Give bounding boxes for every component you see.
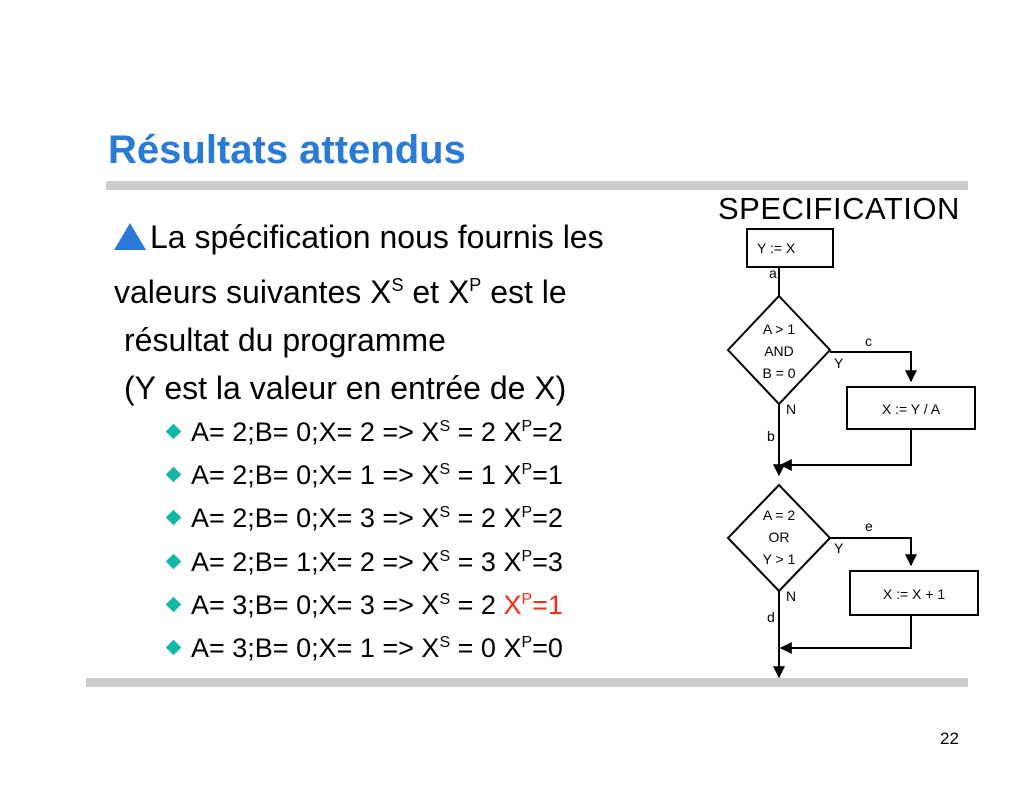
condition-1-line-3: B = 0 [762,365,795,381]
start-box-text: Y := X [757,240,796,256]
test-case-list: A= 2;B= 0;X= 2 => XS = 2 XP=2 A= 2;B= 0;… [165,408,563,667]
edge-label-d: d [767,609,775,625]
flowchart-label: SPECIFICATION [718,191,960,226]
page-number: 22 [940,729,959,748]
diamond-bullet-icon [165,596,182,613]
title-underline [106,181,968,190]
list-item: A= 3;B= 0;X= 3 => XS = 2 XP=1 [165,581,563,624]
no-label-2: N [786,588,796,604]
diamond-bullet-icon [165,639,182,656]
diamond-bullet-icon [165,466,182,483]
condition-2-line-1: A = 2 [763,507,796,523]
diamond-bullet-icon [165,423,182,440]
divide-box [846,386,976,430]
intro-text: La spécification nous fournis les valeur… [114,213,714,412]
yes-label-2: Y [834,540,844,556]
intro-line-2: valeurs suivantes XS et XP est le [114,274,567,310]
list-item: A= 3;B= 0;X= 1 => XS = 0 XP=0 [165,624,563,667]
edge-label-a: a [769,265,777,281]
condition-1-line-1: A > 1 [763,321,796,337]
bottom-divider [86,678,968,687]
yes-label-1: Y [834,355,844,371]
flowchart: Y := X a A > 1 AND B = 0 c Y N X := Y / … [726,228,979,679]
condition-2-line-3: Y > 1 [763,551,796,567]
condition-1-line-2: AND [764,343,794,359]
edge-label-b: b [767,428,775,444]
edge-label-e: e [865,518,873,534]
highlighted-result: XP=1 [503,589,563,620]
increment-box-text: X := X + 1 [883,586,945,602]
list-item: A= 2;B= 0;X= 3 => XS = 2 XP=2 [165,494,563,537]
edge-label-c: c [865,333,872,349]
no-label-1: N [786,401,796,417]
divide-box-text: X := Y / A [882,401,941,417]
increment-box [849,570,979,616]
slide-title: Résultats attendus [108,128,466,172]
list-item: A= 2;B= 0;X= 2 => XS = 2 XP=2 [165,408,563,451]
start-box [746,228,834,268]
diamond-bullet-icon [165,510,182,526]
diamond-bullet-icon [165,553,182,569]
condition-2-line-2: OR [769,529,790,545]
intro-line-3: résultat du programme [124,322,446,358]
list-item: A= 2;B= 0;X= 1 => XS = 1 XP=1 [165,451,563,494]
list-item: A= 2;B= 1;X= 2 => XS = 3 XP=3 [165,538,563,581]
intro-line-1: La spécification nous fournis les [114,213,714,261]
triangle-bullet-icon [114,223,146,250]
intro-line-4: (Y est la valeur en entrée de X) [124,370,567,406]
